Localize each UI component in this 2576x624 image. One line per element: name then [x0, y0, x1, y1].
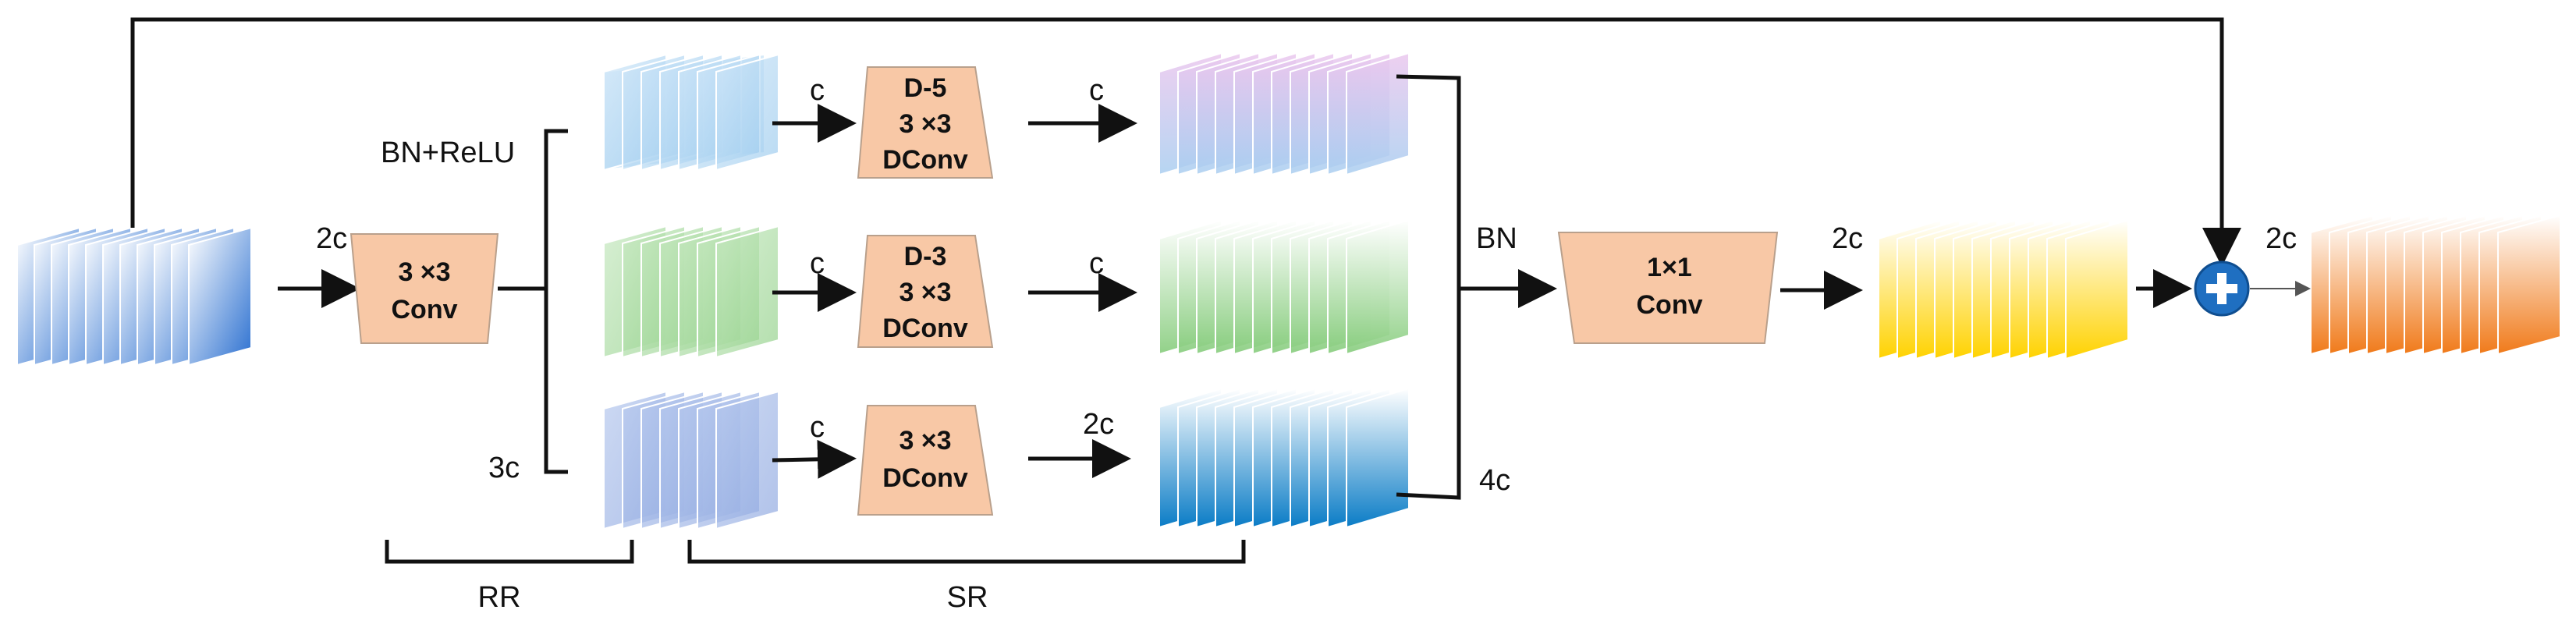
feature-map-panel [1346, 387, 1410, 529]
feature-map-panel [1346, 51, 1410, 176]
conv1x1-line1: 1×1 [1647, 253, 1692, 282]
middle-branch-output-stack [1158, 218, 1410, 356]
dconv-line1: 3 ×3 [899, 426, 951, 456]
label-split-channels: 3c [488, 452, 520, 484]
label-bot-in: c [810, 411, 825, 444]
label-mid-in: c [810, 247, 825, 280]
dconv-block [857, 405, 994, 516]
rr-bracket [385, 540, 634, 564]
conv3x3-line2: Conv [392, 295, 458, 324]
final-output-feature-stack [2310, 214, 2561, 356]
d3-line2: 3 ×3 [899, 278, 951, 307]
feature-map-panel [2065, 218, 2129, 360]
split-bracket [544, 129, 568, 474]
middle-split-feature-stack [603, 225, 779, 359]
label-mid-out: c [1089, 247, 1104, 280]
label-top-in: c [810, 74, 825, 107]
feature-map-panel [715, 53, 779, 172]
feature-map-panel [715, 390, 779, 530]
feature-map-panel [715, 225, 779, 359]
d5-line1: D-5 [904, 73, 947, 103]
feature-map-panel [188, 226, 252, 367]
arrow-bot-in [772, 439, 857, 479]
label-conv-out-channels: 2c [1832, 222, 1863, 255]
conv3x3-line1: 3 ×3 [398, 257, 450, 287]
conv-output-feature-stack [1878, 218, 2129, 360]
d3-line1: D-3 [904, 242, 947, 271]
d5-line2: 3 ×3 [899, 109, 951, 139]
d3-line3: DConv [882, 314, 968, 343]
conv1x1-line2: Conv [1637, 290, 1703, 320]
bottom-branch-output-stack [1158, 387, 1410, 529]
label-bn-relu: BN+ReLU [381, 136, 515, 169]
dconv-line2: DConv [882, 463, 968, 493]
label-rr: RR [478, 581, 521, 614]
d3-dconv-block [857, 235, 994, 348]
label-sr: SR [947, 581, 988, 614]
plus-circle-icon [2194, 261, 2250, 317]
input-feature-stack [16, 226, 252, 367]
label-top-out: c [1089, 74, 1104, 107]
feature-map-panel [2497, 214, 2561, 356]
top-branch-output-stack [1158, 51, 1410, 176]
label-concat-channels: 4c [1479, 464, 1510, 497]
d5-line3: DConv [882, 145, 968, 175]
d5-dconv-block [857, 66, 994, 179]
bottom-split-feature-stack [603, 390, 779, 530]
top-split-feature-stack [601, 53, 779, 172]
feature-map-panel [1346, 218, 1410, 356]
conv3x3-block [349, 233, 499, 344]
label-input-channels: 2c [316, 222, 347, 255]
sr-bracket [687, 540, 1246, 564]
skip-connection [130, 17, 2241, 267]
label-output-channels: 2c [2266, 222, 2297, 255]
label-bot-out: 2c [1083, 408, 1114, 441]
label-bn: BN [1476, 222, 1517, 255]
conv1x1-block [1557, 232, 1779, 344]
